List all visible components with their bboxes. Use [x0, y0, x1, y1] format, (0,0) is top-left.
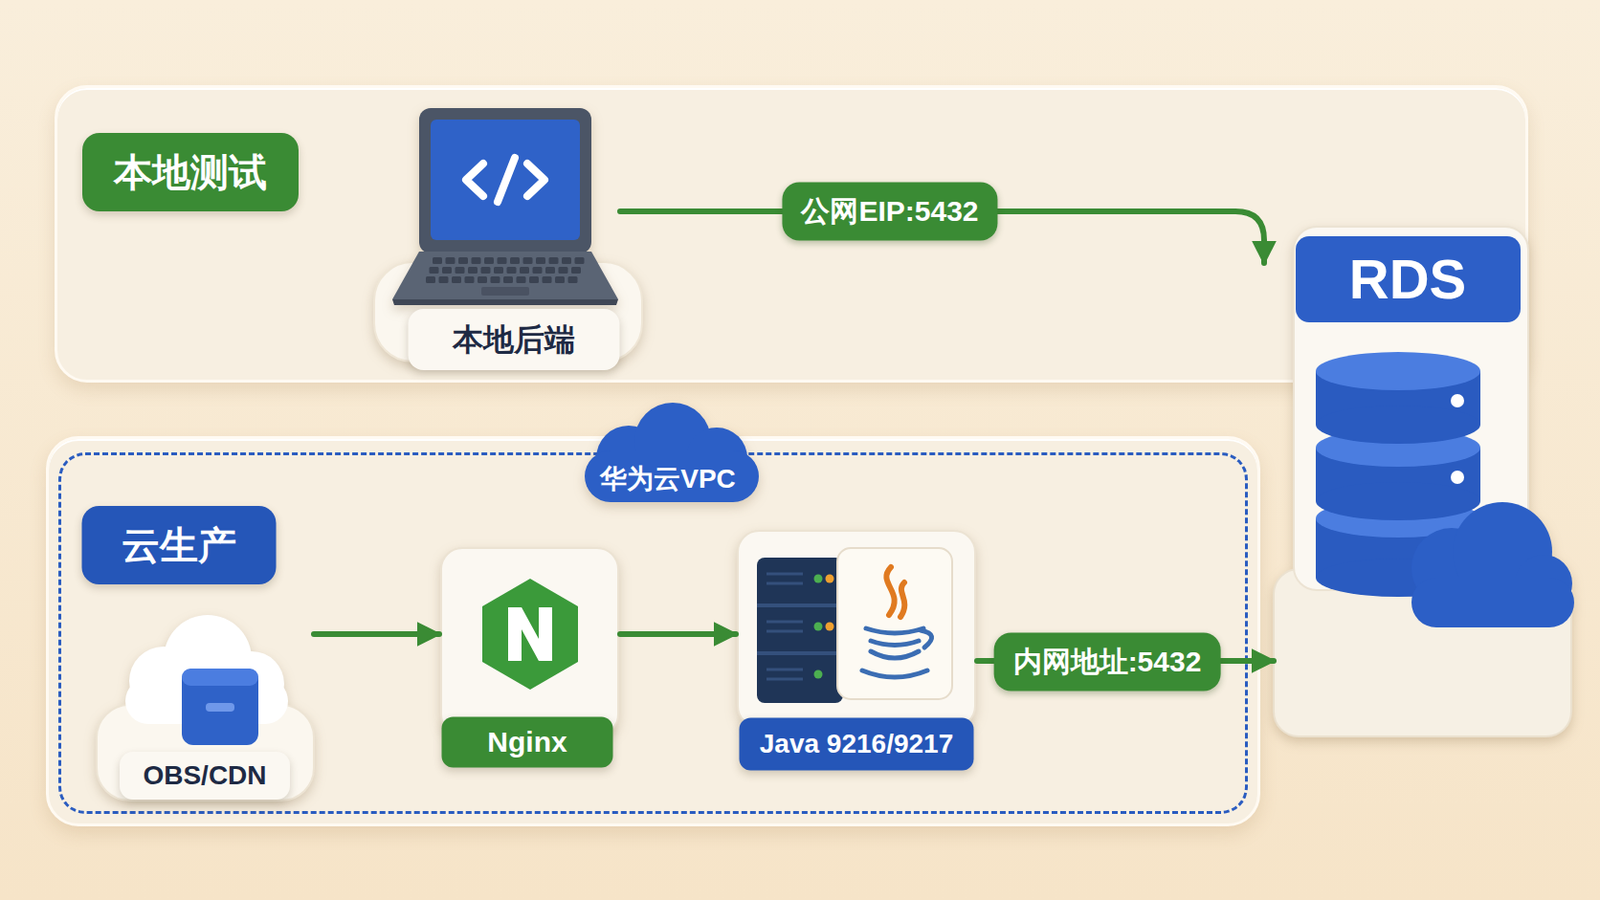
key [519, 266, 530, 274]
section-title: 本地测试 [82, 133, 299, 212]
decor-ellipse [1315, 482, 1481, 521]
edge-label: 内网地址:5432 [994, 633, 1222, 692]
key [529, 276, 539, 284]
decor-circle [825, 575, 835, 584]
decor-path [766, 574, 803, 680]
key [471, 257, 482, 265]
vpc-panel: 华为云VPC 云生产 OBS/CDN Nginx Java 9216/9217 [45, 436, 1261, 827]
java-card [837, 548, 953, 700]
key [497, 257, 508, 265]
key [465, 276, 475, 284]
decor-path [756, 605, 844, 654]
node-label: Nginx [442, 717, 614, 769]
server-node: Java 9216/9217 [735, 531, 978, 774]
decor-g [584, 402, 759, 503]
decor-circle [1450, 470, 1465, 485]
key [555, 276, 565, 284]
decor-circle [1450, 394, 1465, 408]
key [535, 257, 546, 265]
decor-circle [814, 670, 823, 680]
database-node: RDS [1273, 226, 1572, 737]
key [458, 257, 468, 265]
key [542, 276, 553, 284]
key [523, 257, 534, 265]
key [477, 276, 488, 284]
key [467, 266, 478, 274]
backend-node: 本地后端 [390, 108, 621, 373]
header-bar [1295, 236, 1521, 323]
key [549, 257, 559, 265]
key [442, 266, 452, 274]
decor-circle [814, 575, 823, 584]
nginx-logo [482, 578, 578, 690]
decor-ellipse [1315, 405, 1481, 445]
vpc-label: 华为云VPC [586, 464, 750, 495]
key [455, 266, 466, 274]
node-label: RDS [1335, 247, 1480, 312]
key [445, 257, 456, 265]
cube-slot [205, 703, 235, 712]
key [507, 266, 517, 274]
java-cup [862, 628, 933, 678]
storage-node: OBS/CDN [96, 609, 314, 801]
decor-rect [181, 668, 259, 687]
key [490, 276, 501, 284]
decor-circle [825, 622, 835, 632]
cloud-icon [125, 615, 289, 725]
key [425, 276, 436, 284]
key [429, 266, 440, 274]
nginx-illustration [439, 548, 621, 740]
key [558, 266, 569, 274]
node-label: 本地后端 [408, 309, 621, 371]
logo-glyph [508, 607, 553, 662]
key [571, 266, 581, 274]
proxy-node: Nginx [439, 548, 621, 771]
touchpad [481, 287, 530, 296]
code-symbol [466, 157, 545, 202]
decor-rect [584, 450, 759, 503]
key [439, 276, 449, 284]
server-rack [756, 557, 844, 704]
key [575, 257, 585, 265]
laptop-icon [390, 108, 621, 310]
laptop-base [392, 251, 619, 300]
key [561, 257, 572, 265]
key [503, 276, 513, 284]
key [568, 276, 578, 284]
cloud-icon [1411, 502, 1575, 628]
key [451, 276, 462, 284]
java-steam [886, 567, 905, 618]
decor-circle [814, 622, 823, 632]
key [533, 266, 543, 274]
key [493, 266, 504, 274]
key [481, 266, 491, 274]
tile [737, 531, 976, 728]
key [545, 266, 556, 274]
tile [441, 548, 619, 736]
storage-cube [181, 668, 259, 746]
key [432, 257, 443, 265]
node-label: OBS/CDN [119, 752, 290, 800]
key [484, 257, 494, 265]
edge-label: 公网EIP:5432 [781, 182, 998, 242]
section-title: 云生产 [82, 506, 277, 585]
decor-ellipse [1315, 352, 1481, 391]
server-illustration [735, 531, 978, 733]
decor-rect [1411, 577, 1575, 628]
key [516, 276, 527, 284]
laptop-lid [419, 108, 592, 254]
node-label: Java 9216/9217 [739, 718, 975, 772]
key [510, 257, 520, 265]
laptop-screen [430, 119, 580, 241]
laptop-edge [392, 299, 619, 306]
